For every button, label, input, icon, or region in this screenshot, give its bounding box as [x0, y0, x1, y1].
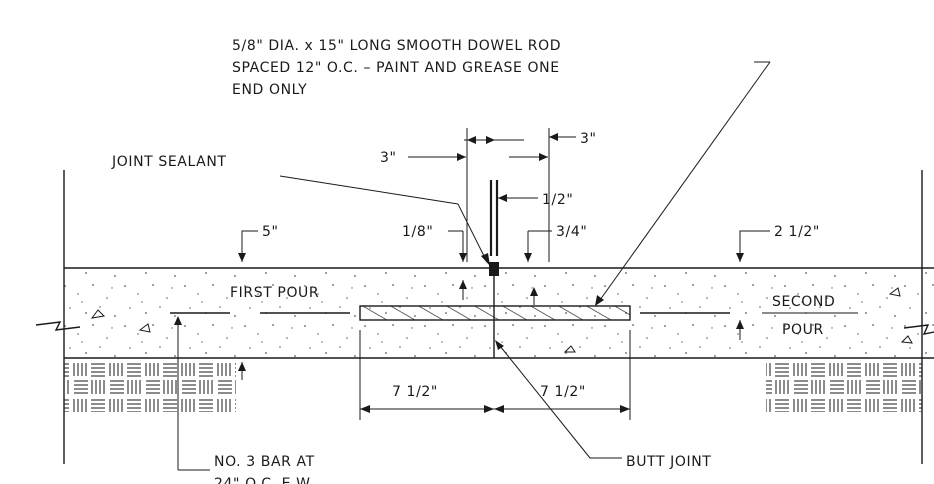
- aggregate-mark: [888, 287, 901, 297]
- leader-line: [457, 203, 488, 263]
- dim-half-inch: 1/2": [542, 192, 573, 208]
- arrow: [459, 280, 467, 289]
- aggregate-mark: [563, 345, 576, 353]
- arrow: [459, 253, 467, 262]
- arrow: [549, 133, 558, 141]
- arrow: [539, 153, 548, 161]
- arrow: [530, 287, 538, 296]
- arrow: [484, 405, 494, 413]
- dim-one-eighth-inch: 1/8": [402, 224, 433, 240]
- leader-line: [241, 230, 258, 262]
- bar-note-line-1: NO. 3 BAR AT: [214, 454, 315, 470]
- dowel-note-line-3: END ONLY: [232, 82, 307, 98]
- aggregate-mark: [138, 323, 151, 333]
- arrow: [360, 405, 370, 413]
- right-break-symbol: [903, 324, 934, 335]
- butt-joint-label: BUTT JOINT: [626, 454, 711, 470]
- dowel-note-line-2: SPACED 12" O.C. – PAINT AND GREASE ONE: [232, 60, 560, 76]
- first-pour-label: FIRST POUR: [230, 285, 319, 301]
- arrow: [524, 253, 532, 262]
- arrow: [620, 405, 630, 413]
- subgrade: [64, 360, 922, 412]
- dim-7-half-left: 7 1/2": [392, 384, 438, 400]
- leader-line: [499, 345, 591, 459]
- arrow: [467, 136, 476, 144]
- second-pour-label-line-2: POUR: [782, 322, 824, 338]
- arrow: [486, 136, 495, 144]
- arrow: [736, 320, 744, 329]
- arrow: [495, 340, 504, 350]
- dowel-rod-body: [359, 305, 631, 321]
- arrow: [238, 253, 246, 262]
- leader-line: [599, 61, 771, 301]
- bar-note-line-2: 24" O.C. E.W.: [214, 476, 314, 484]
- arrow: [481, 253, 490, 266]
- dim-2-half-inch: 2 1/2": [774, 224, 820, 240]
- break-lines: [35, 170, 934, 464]
- dowel-note-line-1: 5/8" DIA. x 15" LONG SMOOTH DOWEL ROD: [232, 38, 561, 54]
- arrow: [595, 295, 604, 306]
- arrow: [174, 316, 182, 325]
- arrow: [494, 405, 504, 413]
- arrow: [736, 253, 744, 262]
- dim-7-half-right: 7 1/2": [540, 384, 586, 400]
- dowel-rod: [170, 305, 730, 321]
- aggregate-mark: [90, 309, 106, 319]
- second-pour-label-line-1: SECOND: [772, 294, 835, 310]
- left-break-symbol: [35, 321, 81, 331]
- dimension-lines: [174, 61, 858, 471]
- dim-5-inch: 5": [262, 224, 279, 240]
- dim-3-inch-left: 3": [380, 150, 397, 166]
- dim-3-inch-right: 3": [580, 131, 597, 147]
- arrow: [238, 362, 246, 371]
- leader-line: [279, 175, 459, 205]
- subgrade-left: [64, 360, 236, 412]
- subgrade-right: [766, 360, 922, 412]
- dim-three-quarter-inch: 3/4": [556, 224, 587, 240]
- arrow: [498, 194, 507, 202]
- aggregate-mark: [900, 335, 913, 344]
- leader-line: [739, 230, 770, 262]
- annotations: 5/8" DIA. x 15" LONG SMOOTH DOWEL ROD SP…: [111, 38, 835, 484]
- joint-sealant-label: JOINT SEALANT: [111, 154, 227, 170]
- arrow: [457, 153, 466, 161]
- joint-sealant-fill: [489, 262, 499, 276]
